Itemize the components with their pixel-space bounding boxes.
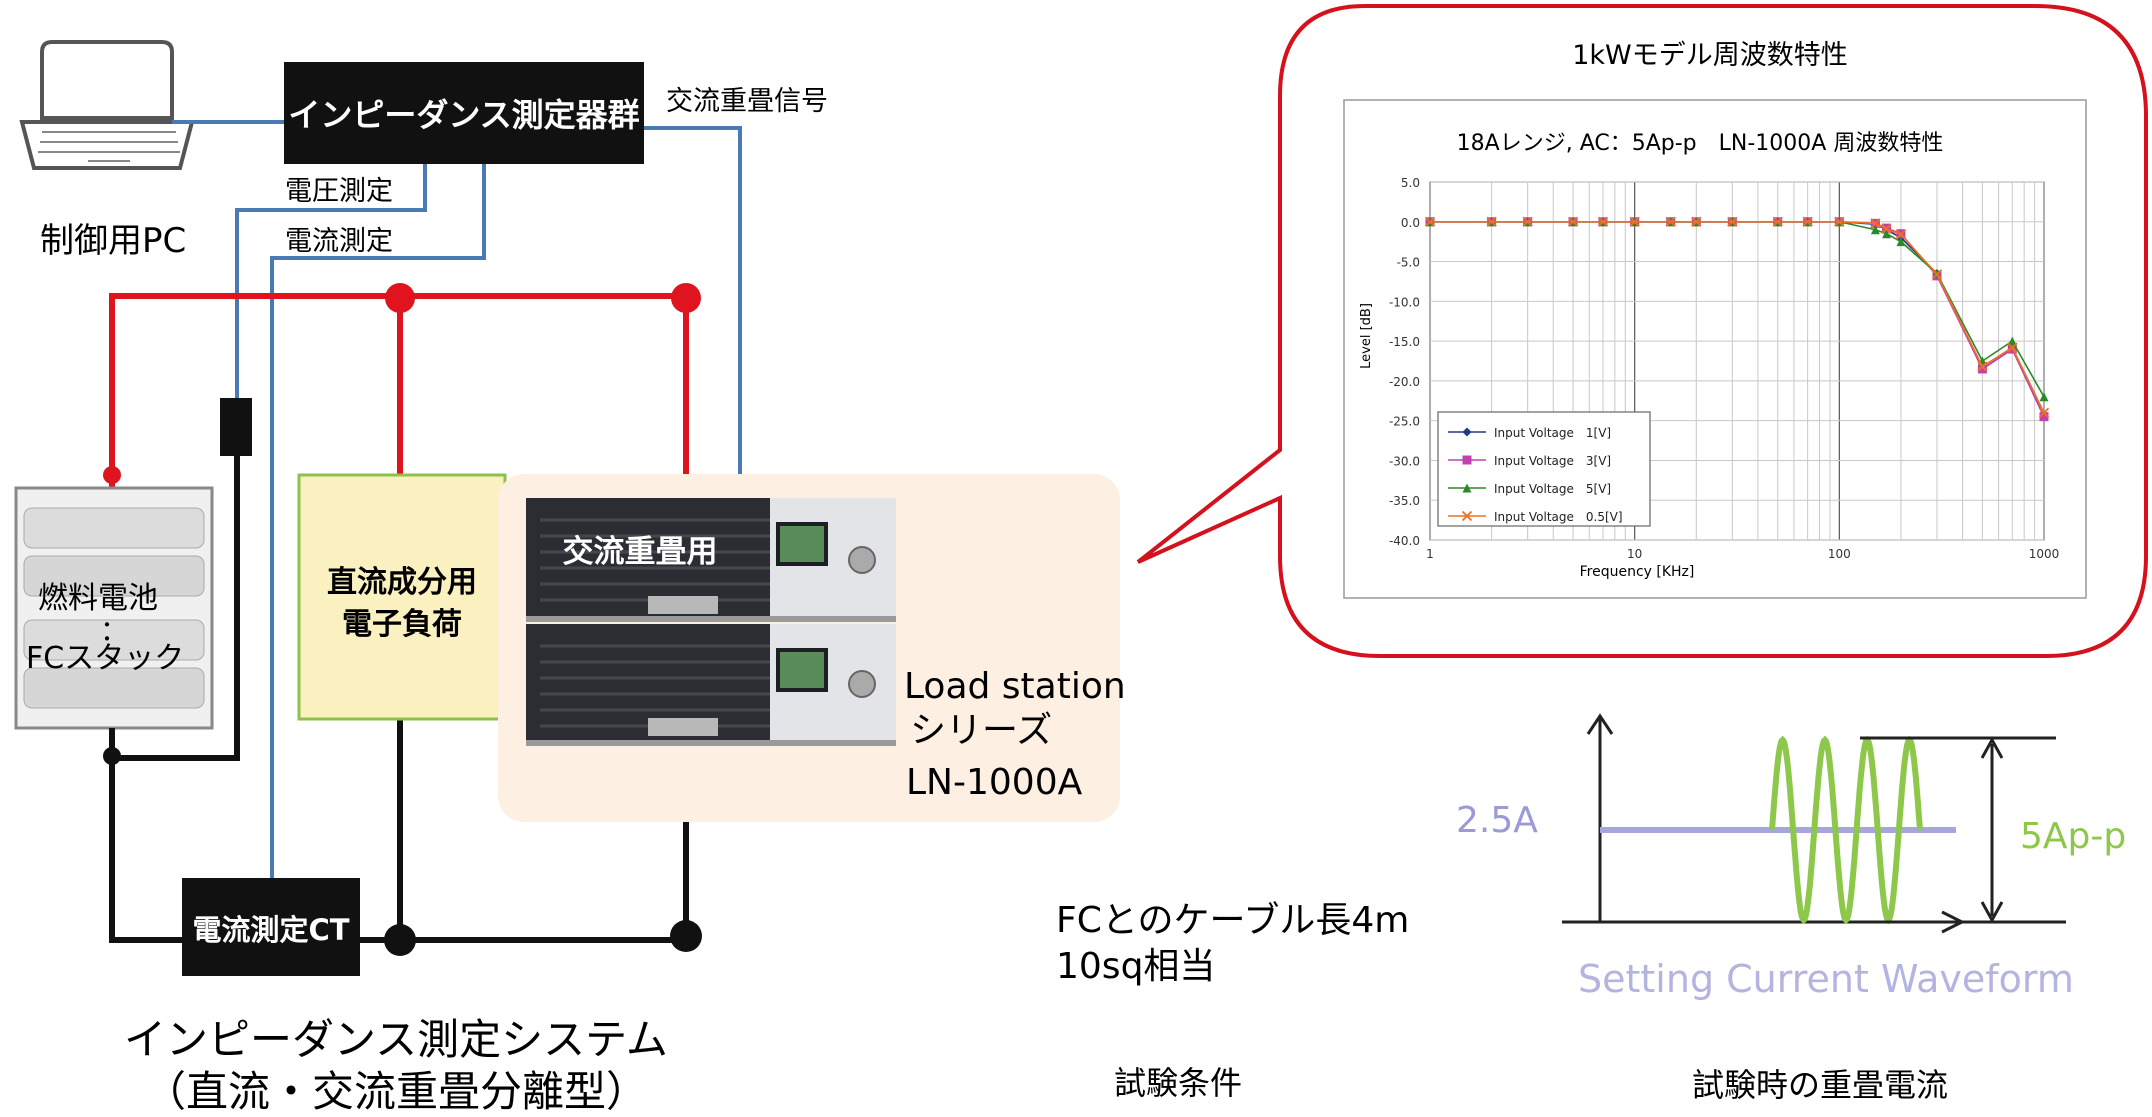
- fuel-cell-dots: ：: [100, 614, 128, 647]
- data-point: [1597, 216, 1609, 227]
- data-point: [1727, 216, 1738, 227]
- impedance-group-label: インピーダンス測定器群: [288, 96, 639, 134]
- fuel-cell-label: 燃料電池: [38, 581, 158, 616]
- data-point: [1486, 216, 1497, 227]
- data-point: [1802, 216, 1813, 227]
- chart-ticks: 5.0 0.0 -5.0 -10.0 -15.0 -20.0 -25.0 -30.0 -35.0…: [1389, 176, 2059, 561]
- x-tick-label: 10: [1627, 547, 1642, 561]
- junction-dot: [670, 920, 702, 952]
- cable-condition-2: 10sq相当: [1056, 946, 1215, 987]
- chart-header: 1kWモデル周波数特性: [1572, 40, 1848, 71]
- junction-dot: [103, 466, 121, 484]
- voltage-sense-connector: [220, 398, 252, 456]
- y-tick-label: 0.0: [1401, 216, 1420, 230]
- data-point: [1881, 223, 1892, 235]
- y-tick-label: -15.0: [1389, 335, 1420, 349]
- conditions-caption: 試験条件: [1114, 1064, 1242, 1102]
- current-ct-label: 電流測定CT: [192, 913, 349, 947]
- current-ct-box: [182, 878, 360, 976]
- x-tick-label: 1000: [2029, 547, 2060, 561]
- system-caption-1: インピーダンス測定システム: [124, 1015, 668, 1064]
- x-tick-label: 1: [1426, 547, 1434, 561]
- fc-stack-label: FCスタック: [26, 641, 184, 676]
- ac-signal-label: 交流重畳信号: [666, 86, 828, 117]
- data-point: [1895, 229, 1907, 240]
- y-tick-label: -30.0: [1389, 454, 1420, 468]
- data-point: [1461, 510, 1473, 522]
- signal-lines: [172, 120, 742, 880]
- data-point: [1977, 361, 1988, 372]
- junction-dot: [385, 283, 415, 313]
- data-point: [1834, 216, 1845, 227]
- waveform-title: Setting Current Waveform: [1578, 957, 2074, 1001]
- ac-wave: [1769, 735, 1923, 925]
- junction-dot: [103, 747, 121, 765]
- ac-use-label: 交流重畳用: [563, 534, 718, 570]
- legend-label: Input Voltage 1[V]: [1494, 426, 1611, 440]
- pp-indicator: [1860, 736, 2066, 924]
- load-station-label-2: シリーズ: [910, 710, 1052, 751]
- data-point: [1629, 216, 1640, 227]
- chart-ylabel: Level [dB]: [1359, 303, 1374, 369]
- chart-grid: [1429, 181, 2045, 541]
- y-tick-label: 5.0: [1401, 176, 1420, 190]
- data-point: [1772, 216, 1783, 227]
- data-point: [1522, 216, 1533, 227]
- laptop-icon: [19, 40, 195, 170]
- data-point: [2039, 392, 2049, 402]
- y-tick-label: -5.0: [1397, 256, 1420, 270]
- chart-legend: [1437, 411, 1651, 527]
- junction-dot: [671, 283, 701, 313]
- waveform-caption: 試験時の重畳電流: [1692, 1066, 1948, 1104]
- cable-condition-1: FCとのケーブル長4m: [1056, 900, 1409, 941]
- data-point: [1665, 216, 1676, 227]
- data-point: [1691, 216, 1702, 227]
- pc-label: 制御用PC: [40, 221, 186, 261]
- system-caption-2: （直流・交流重畳分離型）: [144, 1067, 648, 1116]
- load-station-unit: [526, 498, 896, 622]
- chart-xlabel: Frequency [KHz]: [1580, 564, 1695, 580]
- y-tick-label: -25.0: [1389, 415, 1420, 429]
- y-tick-label: -40.0: [1389, 534, 1420, 548]
- load-station-unit: [526, 624, 896, 746]
- data-point: [1462, 427, 1472, 437]
- chart-legend-items: Input Voltage 1[V] Input Voltage 3[V] Inpu…: [1448, 426, 1623, 524]
- x-tick-label: 100: [1828, 547, 1851, 561]
- dc-load-label-2: 電子負荷: [342, 607, 462, 642]
- fuel-cell-stack: [14, 486, 214, 730]
- data-point: [1870, 225, 1880, 235]
- data-point: [1881, 229, 1891, 239]
- data-point: [1977, 364, 1987, 374]
- load-station-label-3: LN-1000A: [906, 762, 1083, 803]
- data-point: [1870, 218, 1881, 229]
- legend-label: Input Voltage 5[V]: [1494, 482, 1611, 496]
- data-point: [2007, 342, 2018, 353]
- dc-load-label-1: 直流成分用: [327, 565, 477, 600]
- junction-dot: [384, 924, 416, 956]
- voltage-meas-label: 電圧測定: [285, 176, 393, 207]
- data-point: [1896, 237, 1906, 247]
- legend-label: Input Voltage 0.5[V]: [1494, 510, 1623, 524]
- data-point: [1462, 483, 1472, 493]
- data-point: [1462, 455, 1472, 465]
- dc-value-label: 2.5A: [1456, 800, 1538, 841]
- data-point: [2007, 336, 2017, 346]
- chart-title: 18Aレンジ, AC：5Ap-p LN-1000A 周波数特性: [1457, 131, 1944, 156]
- current-meas-label: 電流測定: [285, 226, 393, 257]
- legend-label: Input Voltage 3[V]: [1494, 454, 1611, 468]
- data-point: [2039, 412, 2049, 422]
- pp-value-label: 5Ap-p: [2020, 816, 2126, 857]
- y-tick-label: -10.0: [1389, 295, 1420, 309]
- impedance-group-box: [284, 62, 644, 164]
- chart-series: [1424, 216, 2050, 422]
- data-point: [1931, 269, 1943, 280]
- load-station-label-1: Load station: [904, 666, 1126, 707]
- data-point: [2038, 407, 2050, 418]
- data-point: [1567, 216, 1579, 227]
- data-point: [1424, 216, 1436, 227]
- y-tick-label: -20.0: [1389, 375, 1420, 389]
- y-tick-label: -35.0: [1389, 494, 1420, 508]
